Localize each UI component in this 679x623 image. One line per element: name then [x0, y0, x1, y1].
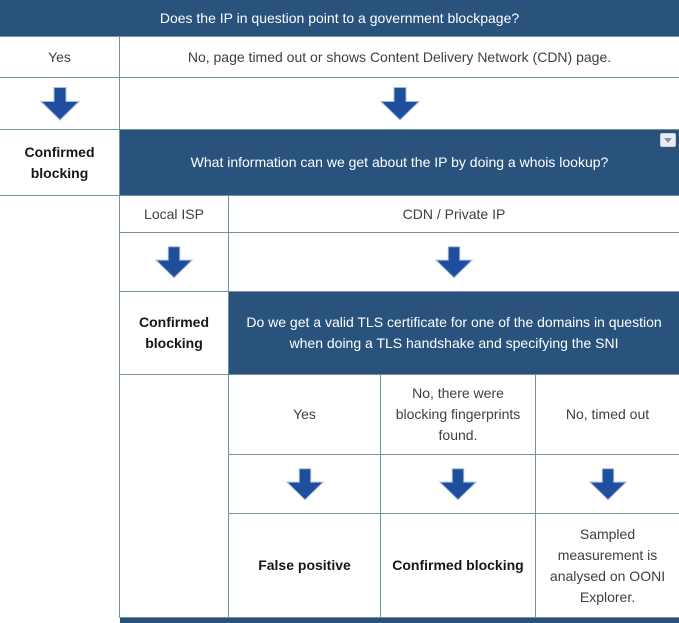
- cell-tls-no-timeout: No, timed out: [536, 375, 679, 455]
- empty-cell: [0, 455, 120, 514]
- empty-cell: [0, 375, 120, 455]
- row-question-3: Confirmed blocking Do we get a valid TLS…: [0, 292, 679, 375]
- empty-cell: [0, 196, 120, 233]
- empty-cell: [120, 514, 229, 618]
- down-arrow-icon: [154, 245, 194, 278]
- row-question-2: Confirmed blocking What information can …: [0, 130, 679, 196]
- empty-cell: [0, 233, 120, 292]
- cell-local-isp: Local ISP: [120, 196, 229, 233]
- cell-false-positive: False positive: [229, 514, 381, 618]
- down-arrow-icon: [285, 467, 324, 500]
- arrow-cell: [0, 78, 120, 130]
- row-question-1: Does the IP in question point to a gover…: [0, 0, 679, 37]
- down-arrow-icon: [588, 467, 627, 500]
- arrow-cell: [120, 233, 229, 292]
- cell-confirmed-blocking-1: Confirmed blocking: [0, 130, 120, 196]
- row-arrows-1: [0, 78, 679, 130]
- row-answers-3: Yes No, there were blocking fingerprints…: [0, 375, 679, 455]
- down-arrow-icon: [438, 467, 478, 500]
- cell-sampled-ooni-explorer: Sampled measurement is analysed on OONI …: [536, 514, 679, 618]
- down-arrow-icon: [39, 86, 80, 121]
- cell-confirmed-blocking-2: Confirmed blocking: [120, 292, 229, 375]
- cell-tls-no-fingerprints: No, there were blocking fingerprints fou…: [381, 375, 536, 455]
- empty-cell: [120, 455, 229, 514]
- empty-cell: [0, 514, 120, 618]
- cell-q3-tls-header: Do we get a valid TLS certificate for on…: [229, 292, 679, 375]
- chevron-down-icon: [664, 137, 672, 143]
- cell-q1-header: Does the IP in question point to a gover…: [0, 0, 679, 37]
- arrow-cell: [381, 455, 536, 514]
- arrow-cell: [536, 455, 679, 514]
- down-arrow-icon: [379, 86, 420, 121]
- collapse-dropdown-icon[interactable]: [660, 133, 676, 147]
- row-arrows-2: [0, 233, 679, 292]
- next-section-header-partial: [120, 618, 679, 623]
- row-answers-2: Local ISP CDN / Private IP: [0, 196, 679, 233]
- arrow-cell: [120, 78, 679, 130]
- cell-confirmed-blocking-3: Confirmed blocking: [381, 514, 536, 618]
- cell-q2-whois-header: What information can we get about the IP…: [120, 130, 679, 196]
- cell-no-cdn-answer: No, page timed out or shows Content Deli…: [120, 37, 679, 78]
- cell-tls-yes: Yes: [229, 375, 381, 455]
- arrow-cell: [229, 233, 679, 292]
- down-arrow-icon: [434, 245, 474, 278]
- q2-text: What information can we get about the IP…: [190, 154, 609, 170]
- empty-cell: [120, 375, 229, 455]
- cell-cdn-private-ip: CDN / Private IP: [229, 196, 679, 233]
- cell-yes-answer: Yes: [0, 37, 120, 78]
- row-answers-1: Yes No, page timed out or shows Content …: [0, 37, 679, 78]
- arrow-cell: [229, 455, 381, 514]
- empty-cell: [0, 292, 120, 375]
- row-arrows-3: [0, 455, 679, 514]
- row-outcomes: False positive Confirmed blocking Sample…: [0, 514, 679, 618]
